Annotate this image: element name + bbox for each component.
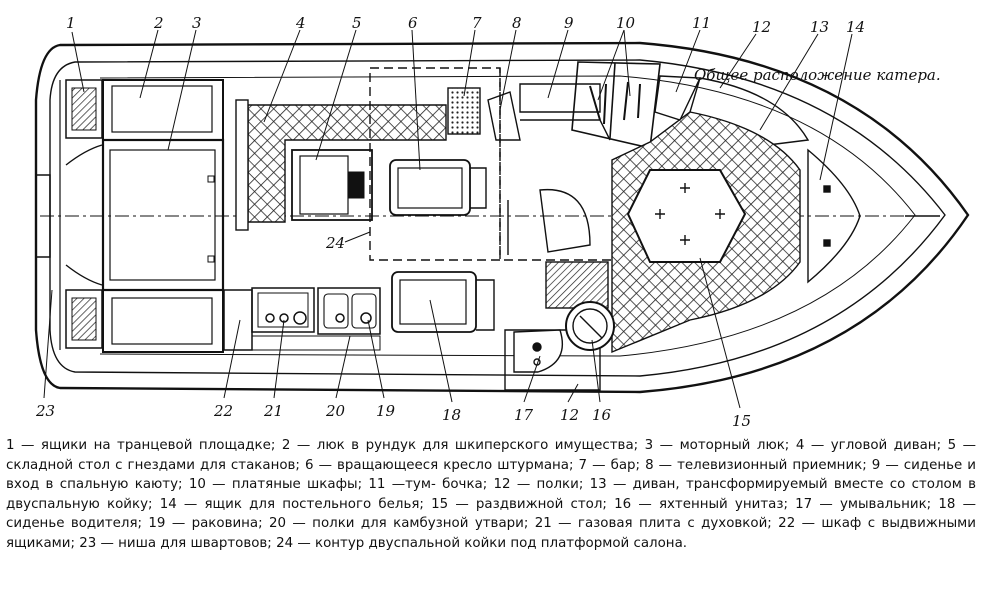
callout-5: 5 — [352, 14, 362, 32]
callout-9: 9 — [564, 14, 574, 32]
tv-set — [487, 91, 521, 141]
v-berth — [611, 111, 801, 354]
callout-22: 22 — [213, 402, 233, 420]
callout-24: 24 — [325, 234, 345, 252]
callout-12-bottom: 12 — [560, 406, 579, 424]
legend-line: 4 — угловой диван; 5 — складной стол с г… — [6, 438, 976, 473]
star-marks — [655, 183, 725, 245]
legend-line: 19 — раковина; 20 — полки для камбузной … — [148, 516, 976, 532]
callout-10: 10 — [616, 14, 636, 32]
callout-23: 23 — [35, 402, 55, 420]
callout-14: 14 — [846, 18, 865, 36]
legend-line: постельного белья; 15 — раздвижной стол;… — [6, 496, 976, 532]
folding-table — [291, 149, 373, 221]
callout-19: 19 — [376, 402, 396, 420]
berth-contour — [369, 67, 501, 261]
callout-17: 17 — [514, 406, 534, 424]
legend-line: 1 — ящики на транцевой площадке; 2 — люк… — [6, 438, 790, 453]
legend: 1 — ящики на транцевой площадке; 2 — люк… — [6, 436, 976, 554]
callout-20: 20 — [325, 402, 346, 420]
callout-7: 7 — [472, 14, 482, 32]
hatches — [101, 79, 225, 353]
wardrobes — [571, 61, 661, 149]
callout-18: 18 — [442, 406, 461, 424]
head-compartment — [513, 261, 615, 373]
callout-13: 13 — [810, 18, 829, 36]
leader-lines — [43, 29, 853, 409]
callout-3: 3 — [192, 14, 202, 32]
linen-box — [807, 148, 861, 284]
legend-line: бар; 8 — телевизионный приемник; 9 — сид… — [6, 457, 976, 493]
navigator-chair — [389, 159, 487, 216]
callout-numbers: 1 2 3 4 5 6 7 8 9 10 11 12 13 14 24 23 2… — [35, 14, 865, 430]
callout-11: 11 — [692, 14, 711, 32]
callout-1: 1 — [66, 14, 76, 32]
corner-sofa — [235, 99, 447, 231]
transom-area — [35, 79, 103, 350]
callout-4: 4 — [295, 14, 306, 32]
legend-line: ящиками; 23 — ниша для швартовов; 24 — к… — [6, 535, 688, 551]
legend-line: бочка; 12 — полки; 13 — диван, трансформ… — [6, 477, 976, 512]
callout-6: 6 — [408, 14, 418, 32]
driver-seat — [391, 271, 495, 333]
seat-entry — [507, 83, 611, 255]
callout-12-top: 12 — [752, 18, 771, 36]
callout-16: 16 — [592, 406, 612, 424]
diagram-title: Общее расположение катера. — [694, 66, 941, 84]
callout-2: 2 — [153, 14, 164, 32]
boat-plan-drawing: 1 2 3 4 5 6 7 8 9 10 11 12 13 14 24 23 2… — [34, 14, 970, 430]
callout-8: 8 — [512, 14, 522, 32]
galley — [223, 287, 381, 351]
callout-15: 15 — [732, 412, 751, 430]
callout-21: 21 — [263, 402, 283, 420]
